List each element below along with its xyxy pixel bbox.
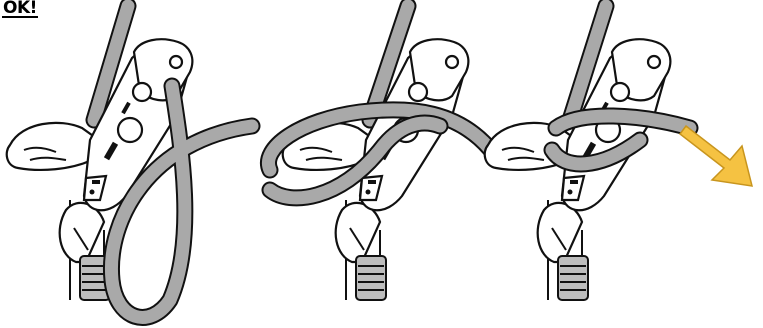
step-2-panel bbox=[268, 6, 494, 300]
pull-direction-arrow-icon bbox=[680, 126, 752, 186]
step-3-panel bbox=[485, 6, 752, 300]
step-1-panel bbox=[7, 6, 252, 317]
